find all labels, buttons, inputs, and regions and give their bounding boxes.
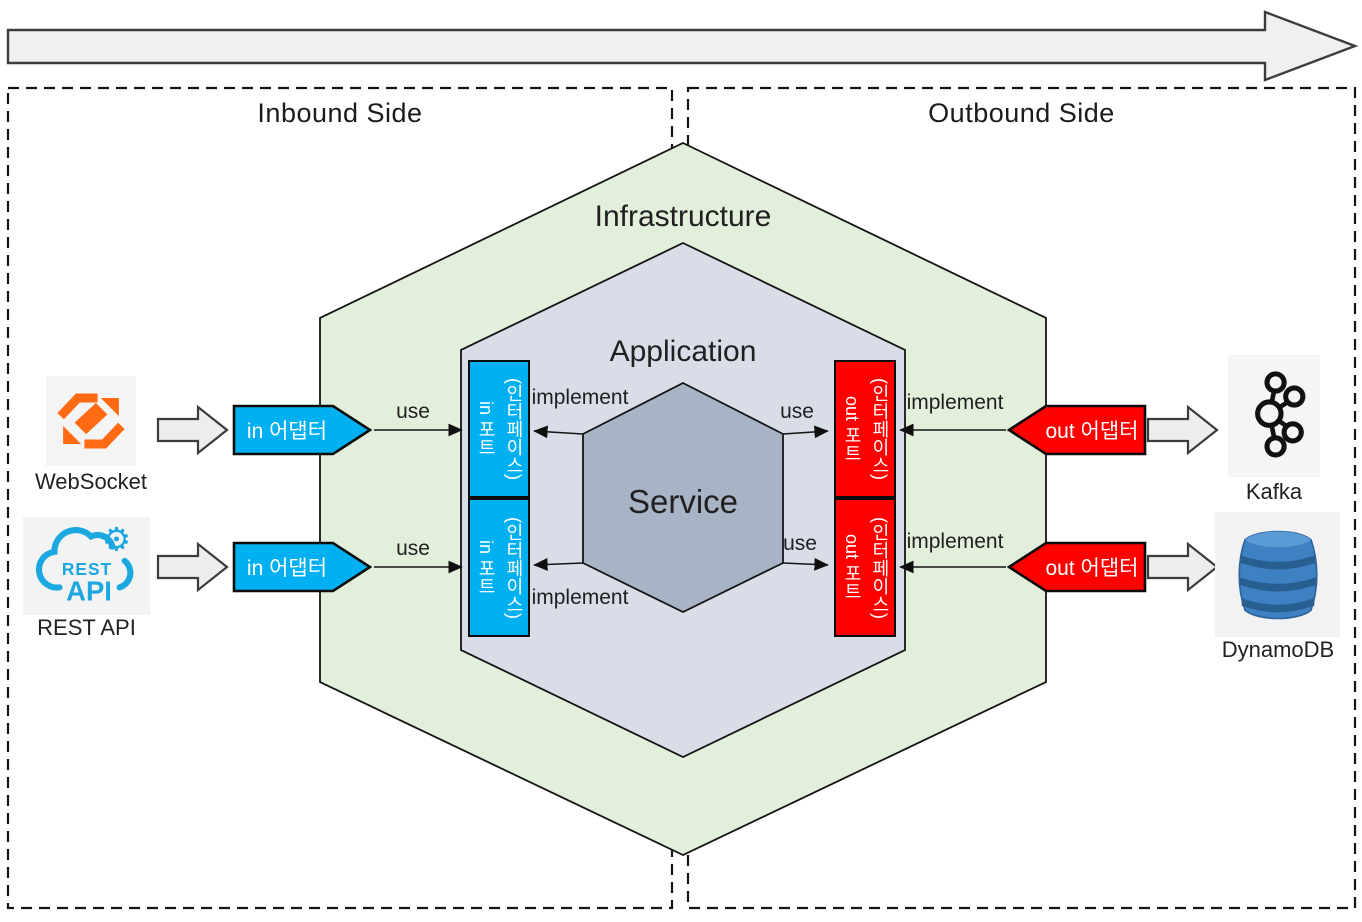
out-port-box-1: out 포트 (인터페이스)	[834, 360, 896, 498]
in-port-box-1: in 포트 (인터페이스)	[468, 360, 530, 498]
gear-icon: ⚙	[101, 522, 130, 558]
out-port-box-2: out 포트 (인터페이스)	[834, 498, 896, 637]
application-label: Application	[609, 335, 757, 368]
implement-label-in-2: implement	[531, 586, 629, 609]
dynamodb-caption: DynamoDB	[1221, 637, 1335, 662]
flow-direction-arrow	[6, 10, 1359, 82]
service-label: Service	[627, 483, 739, 520]
in-adapter-badge-2: in 어댑터	[232, 541, 372, 593]
out-adapter-badge-2: out 어댑터	[1007, 541, 1147, 593]
infrastructure-label: Infrastructure	[594, 200, 772, 233]
use-label-in-1: use	[396, 400, 430, 423]
rest-api-icon: ⚙ REST API	[23, 517, 150, 615]
implement-line-in-2	[533, 558, 584, 571]
rest-icon-text: REST	[61, 559, 111, 579]
api-icon-text: API	[66, 576, 112, 607]
implement-label-out-2: implement	[906, 530, 1004, 553]
outbound-lane-title: Outbound Side	[928, 98, 1115, 128]
adapter-to-kafka-arrow	[1146, 404, 1219, 456]
in-port-label-2: in 포트 (인터페이스)	[476, 516, 524, 619]
dynamodb-icon	[1215, 512, 1340, 637]
out-port-label-1: out 포트 (인터페이스)	[842, 378, 890, 480]
websocket-icon	[46, 376, 136, 466]
in-adapter-badge-1: in 어댑터	[232, 404, 372, 456]
implement-label-out-1: implement	[906, 391, 1004, 414]
websocket-to-adapter-arrow	[156, 404, 229, 456]
adapter-to-dynamodb-arrow	[1146, 541, 1219, 593]
in-port-label-1: in 포트 (인터페이스)	[476, 378, 524, 480]
inbound-lane-border	[6, 86, 674, 910]
out-adapter-badge-1: out 어댑터	[1007, 404, 1147, 456]
in-port-box-2: in 포트 (인터페이스)	[468, 498, 530, 637]
websocket-caption: WebSocket	[34, 469, 148, 494]
out-adapter-label-1: out 어댑터	[1045, 420, 1139, 443]
out-adapter-label-2: out 어댑터	[1045, 557, 1139, 580]
use-label-out-1: use	[780, 400, 814, 423]
use-label-out-2: use	[783, 532, 817, 555]
in-adapter-label-2: in 어댑터	[246, 557, 328, 580]
implement-label-in-1: implement	[531, 386, 629, 409]
use-line-out-2	[782, 558, 829, 571]
implement-line-in-1	[533, 425, 584, 439]
kafka-caption: Kafka	[1245, 479, 1303, 504]
inbound-lane-title: Inbound Side	[257, 98, 423, 128]
restapi-to-adapter-arrow	[156, 541, 229, 593]
rest-api-caption: REST API	[37, 615, 136, 640]
kafka-icon	[1228, 355, 1320, 477]
use-line-out-1	[782, 425, 829, 439]
out-port-label-2: out 포트 (인터페이스)	[842, 516, 890, 619]
use-label-in-2: use	[396, 537, 430, 560]
in-adapter-label-1: in 어댑터	[246, 420, 328, 443]
